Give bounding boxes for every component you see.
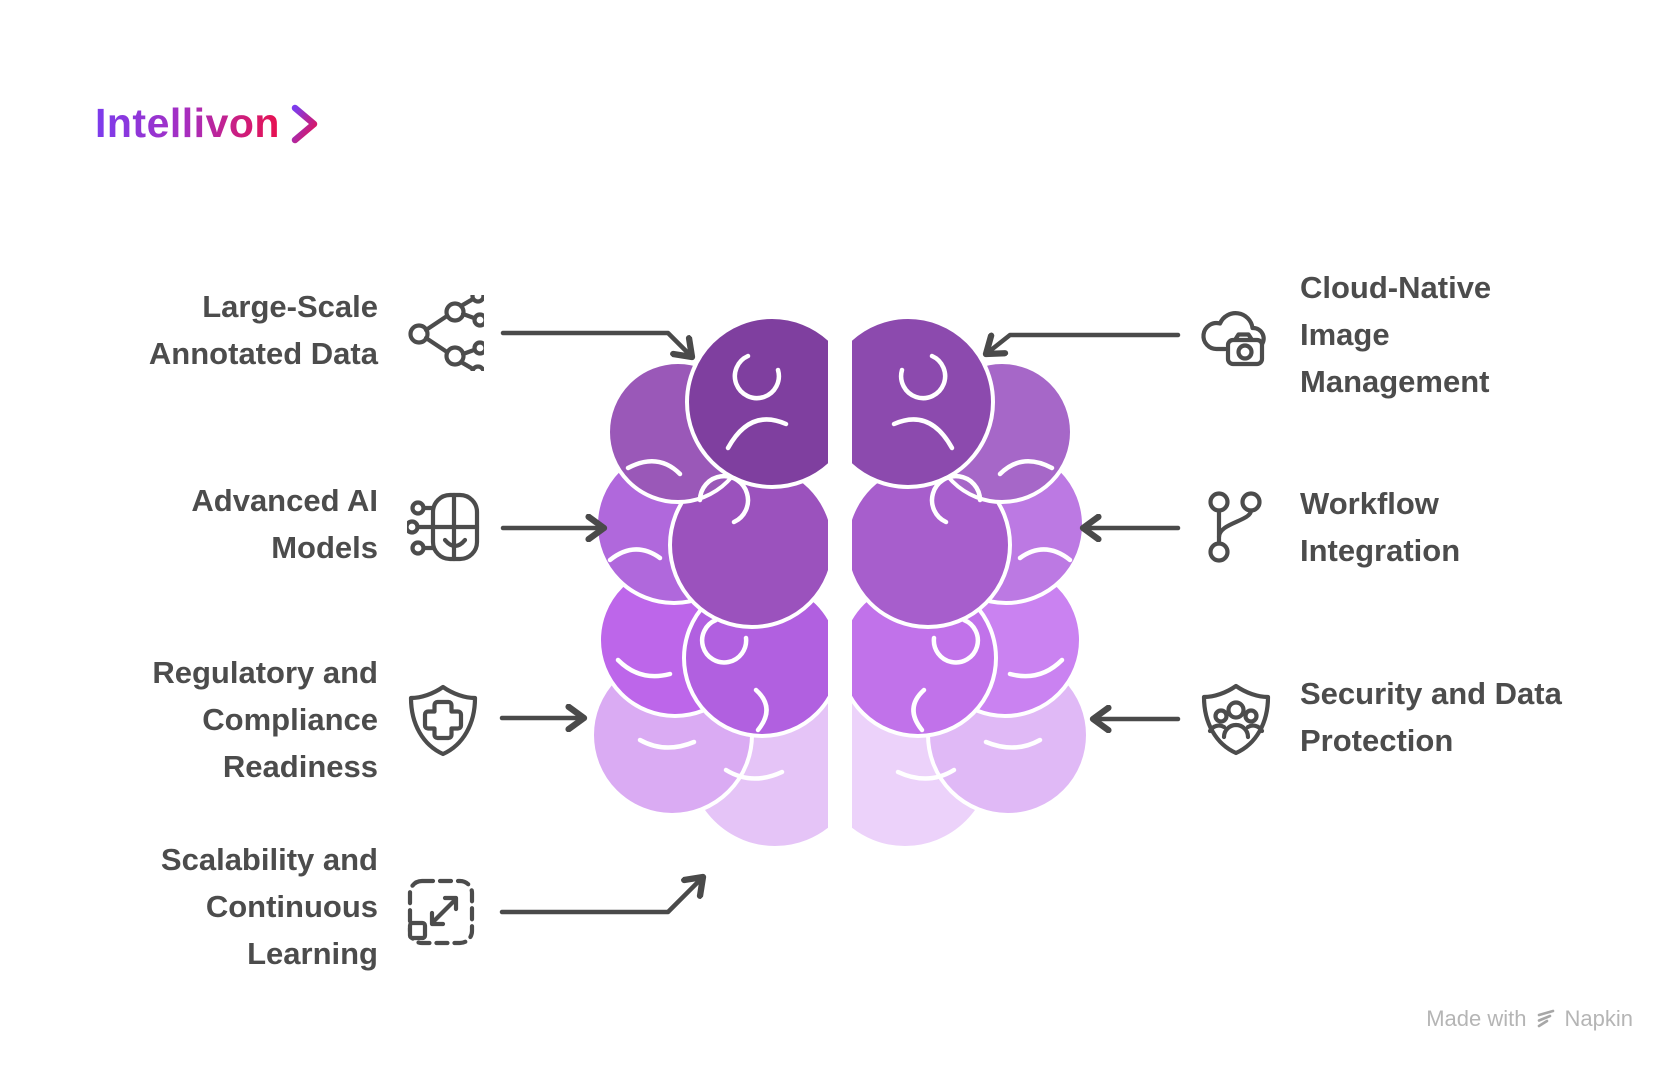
label-line: Workflow: [1300, 486, 1439, 521]
label-line: Large-Scale: [202, 289, 378, 324]
label-line: Protection: [1300, 723, 1454, 758]
brain-left-hemisphere: [590, 315, 828, 850]
label-regulatory-compliance-readiness: Regulatory and Compliance Readiness: [152, 649, 378, 790]
brain-right-hemisphere: [852, 315, 1090, 850]
label-line: Compliance: [202, 702, 378, 737]
logo: Intellivon: [95, 100, 324, 147]
label-scalability-continuous-learning: Scalability and Continuous Learning: [161, 836, 378, 977]
watermark-brand: Napkin: [1564, 1006, 1633, 1031]
label-line: Advanced AI: [191, 483, 378, 518]
watermark: Made with Napkin: [1426, 1006, 1633, 1032]
label-line: Readiness: [222, 749, 378, 784]
label-line: Continuous: [205, 889, 378, 924]
logo-text: Intellivon: [95, 100, 280, 146]
label-line: Security and Data: [1300, 676, 1562, 711]
arrow-large-scale-annotated-data: [500, 330, 692, 357]
label-line: Annotated Data: [148, 336, 378, 371]
arrow-scalability-learning: [499, 877, 703, 915]
ai-model-icon: [407, 489, 483, 565]
watermark-text: Made with: [1426, 1006, 1527, 1031]
label-security-data-protection: Security and Data Protection: [1300, 670, 1562, 764]
label-cloud-native-image-management: Cloud-Native Image Management: [1300, 264, 1491, 405]
label-line: Image: [1300, 317, 1390, 352]
label-line: Learning: [247, 936, 378, 971]
label-line: Regulatory and: [152, 655, 378, 690]
label-line: Cloud-Native: [1300, 270, 1492, 305]
napkin-logo-icon: [1537, 1009, 1554, 1028]
label-workflow-integration: Workflow Integration: [1300, 480, 1460, 574]
expand-icon: [405, 873, 481, 949]
label-line: Scalability and: [160, 842, 378, 877]
logo-chevron-icon: [291, 104, 318, 143]
label-advanced-ai-models: Advanced AI Models: [191, 477, 378, 571]
arrow-cloud-native: [986, 335, 1181, 354]
cloud-camera-icon: [1197, 298, 1273, 374]
label-line: Management: [1300, 364, 1490, 399]
shield-people-icon: [1198, 681, 1274, 757]
git-branch-icon: [1198, 489, 1274, 565]
label-line: Models: [271, 530, 378, 565]
label-line: Integration: [1300, 533, 1461, 568]
network-tree-icon: [408, 295, 484, 371]
label-large-scale-annotated-data: Large-Scale Annotated Data: [149, 283, 378, 377]
shield-plus-icon: [405, 682, 481, 758]
